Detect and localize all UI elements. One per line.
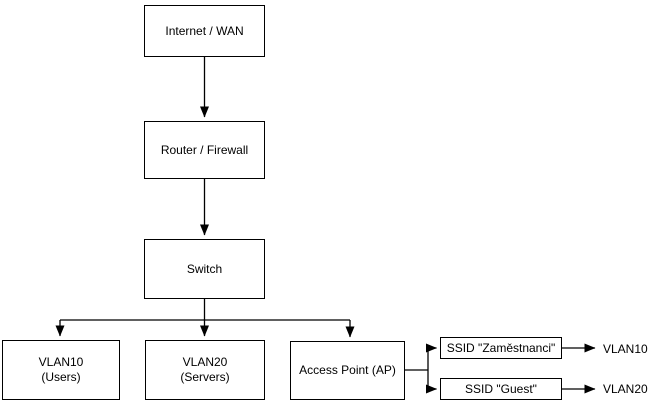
node-internet-wan: Internet / WAN [144,5,265,57]
node-switch-label: Switch [186,261,223,276]
label-vlan20-target: VLAN20 [603,382,648,396]
node-vlan20-servers: VLAN20 (Servers) [145,340,265,400]
node-router-firewall-label: Router / Firewall [160,142,249,157]
node-ssid-zamestnanci-label: SSID "Zaměstnanci" [446,340,556,355]
label-vlan10-target: VLAN10 [603,342,648,356]
node-ssid-guest-label: SSID "Guest" [465,381,537,396]
node-access-point-label: Access Point (AP) [299,363,396,377]
node-switch: Switch [144,239,265,299]
node-access-point: Access Point (AP) [290,341,405,400]
node-ssid-zamestnanci: SSID "Zaměstnanci" [440,337,562,359]
node-vlan20-servers-label-line2: (Servers) [180,370,230,384]
node-vlan10-users-label-line2: (Users) [41,370,81,384]
node-vlan20-servers-label-line1: VLAN20 [182,355,228,369]
node-ssid-guest: SSID "Guest" [440,378,562,400]
node-vlan10-users-label-line1: VLAN10 [38,355,84,369]
node-vlan10-users: VLAN10 (Users) [2,340,120,400]
node-router-firewall: Router / Firewall [144,121,265,179]
node-internet-wan-label: Internet / WAN [165,23,244,38]
